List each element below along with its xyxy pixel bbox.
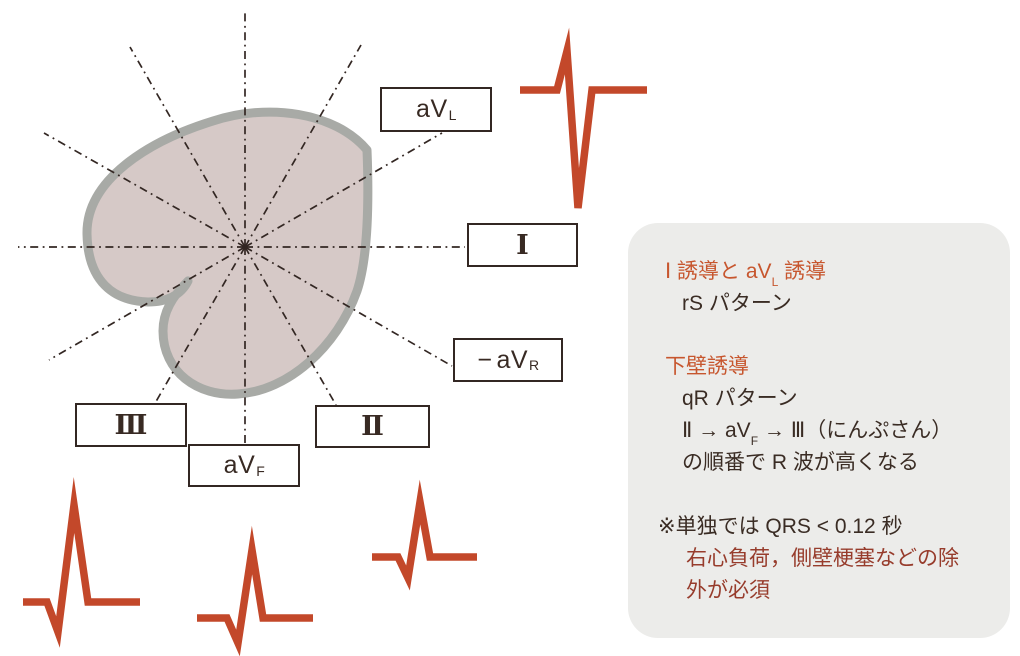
panel-heading-inferior-leads: 下壁誘導 [665, 355, 749, 378]
heart-shape [82, 107, 373, 399]
axis-ray-minus30 [244, 132, 443, 248]
lead-label-avl-text: aV [416, 95, 448, 123]
panel-text-lead-order: Ⅱ → aVF → Ⅲ（にんぷさん） [665, 415, 982, 447]
hexaxial-rays [18, 10, 465, 444]
panel-text-qr-pattern: qR パターン [682, 387, 798, 410]
axis-ray-150 [48, 246, 246, 361]
panel-note-qrs-duration: ※単独では QRS < 0.12 秒 [658, 515, 903, 538]
lead-label-avf-text: aV [223, 451, 256, 479]
axis-ray-minus120 [129, 46, 246, 248]
panel-heading-lead1-avl-post: 誘導 [778, 260, 827, 283]
panel-heading-lead1-avl-pre: Ⅰ 誘導と aV [665, 260, 772, 283]
lead-label-i: Ⅰ [467, 223, 578, 267]
axis-ray-minus60 [244, 44, 362, 248]
lead-label-minus-avr-text: aV [496, 345, 529, 374]
panel-text-rs-pattern: rS パターン [682, 292, 792, 315]
ecg-waveform-qr-small-icon [372, 479, 477, 591]
panel-text-lead-order-pre: Ⅱ → aV [682, 419, 751, 442]
lead-label-ii: Ⅱ [315, 405, 430, 448]
panel-text-lead-order-post: → Ⅲ（にんぷさん） [758, 419, 953, 442]
axis-ray-120 [153, 246, 246, 406]
panel-text-lead-order-sub: F [750, 434, 759, 449]
lead-label-iii-text: Ⅲ [114, 409, 148, 441]
panel-text-r-wave-height: の順番で R 波が高くなる [682, 451, 919, 474]
ecg-waveform-qr-tall-icon [23, 477, 140, 648]
panel-heading-lead1-avl: Ⅰ 誘導と aVL 誘導 [665, 256, 982, 288]
axis-ray-60 [244, 246, 337, 406]
panel-heading-lead1-avl-sub: L [771, 275, 779, 290]
axis-ray-minus150 [43, 132, 246, 248]
explanation-panel: Ⅰ 誘導と aVL 誘導 rS パターン 下壁誘導 qR パターン Ⅱ → aV… [628, 223, 1010, 638]
axis-ray-30 [244, 246, 453, 367]
panel-warning-exclusions-line2: 外が必須 [686, 579, 770, 602]
lead-label-ii-text: Ⅱ [361, 411, 384, 442]
ecg-waveform-rs-pattern-icon [520, 27, 647, 209]
ecg-waveform-qr-medium-icon [197, 525, 313, 656]
lead-label-i-text: Ⅰ [516, 229, 529, 261]
panel-warning-exclusions-line1: 右心負荷，側壁梗塞などの除 [686, 547, 959, 570]
lead-label-minus-avr-sign: − [477, 345, 493, 374]
lead-label-iii: Ⅲ [75, 403, 187, 447]
